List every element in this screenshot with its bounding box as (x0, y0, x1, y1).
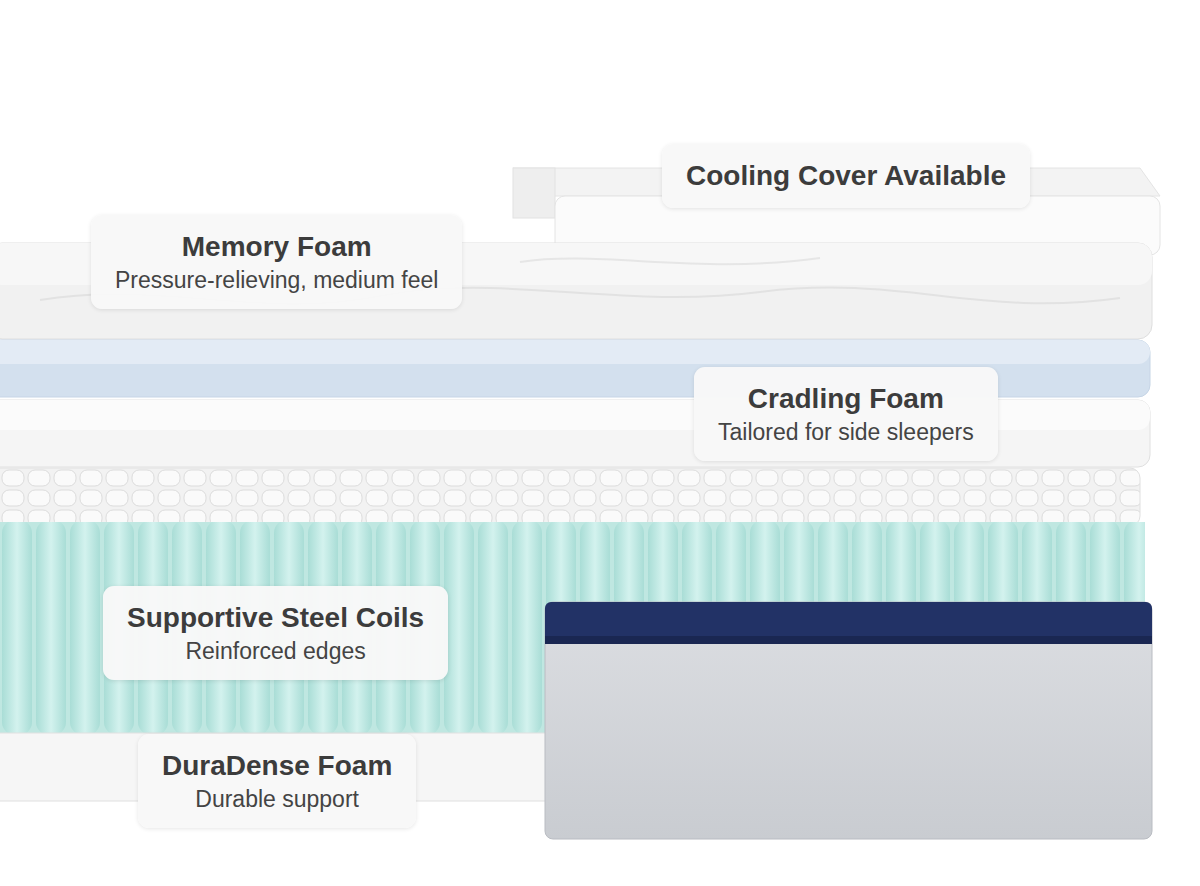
layer-callout: Memory FoamPressure-relieving, medium fe… (91, 215, 462, 309)
layer-callout: Cradling FoamTailored for side sleepers (694, 367, 998, 461)
layer-name: Memory Foam (115, 229, 438, 265)
layer-name: Supportive Steel Coils (127, 600, 424, 636)
layer-callout: Cooling Cover Available (662, 144, 1030, 208)
layer-note: Reinforced edges (127, 636, 424, 666)
layer-note: Pressure-relieving, medium feel (115, 265, 438, 295)
layer-callout: Supportive Steel CoilsReinforced edges (103, 586, 448, 680)
layer-note: Tailored for side sleepers (718, 417, 974, 447)
layer-callout: DuraDense FoamDurable support (138, 734, 416, 828)
layer-note: Durable support (162, 784, 392, 814)
layer-name: Cooling Cover Available (686, 158, 1006, 194)
layer-name: Cradling Foam (718, 381, 974, 417)
layer-name: DuraDense Foam (162, 748, 392, 784)
